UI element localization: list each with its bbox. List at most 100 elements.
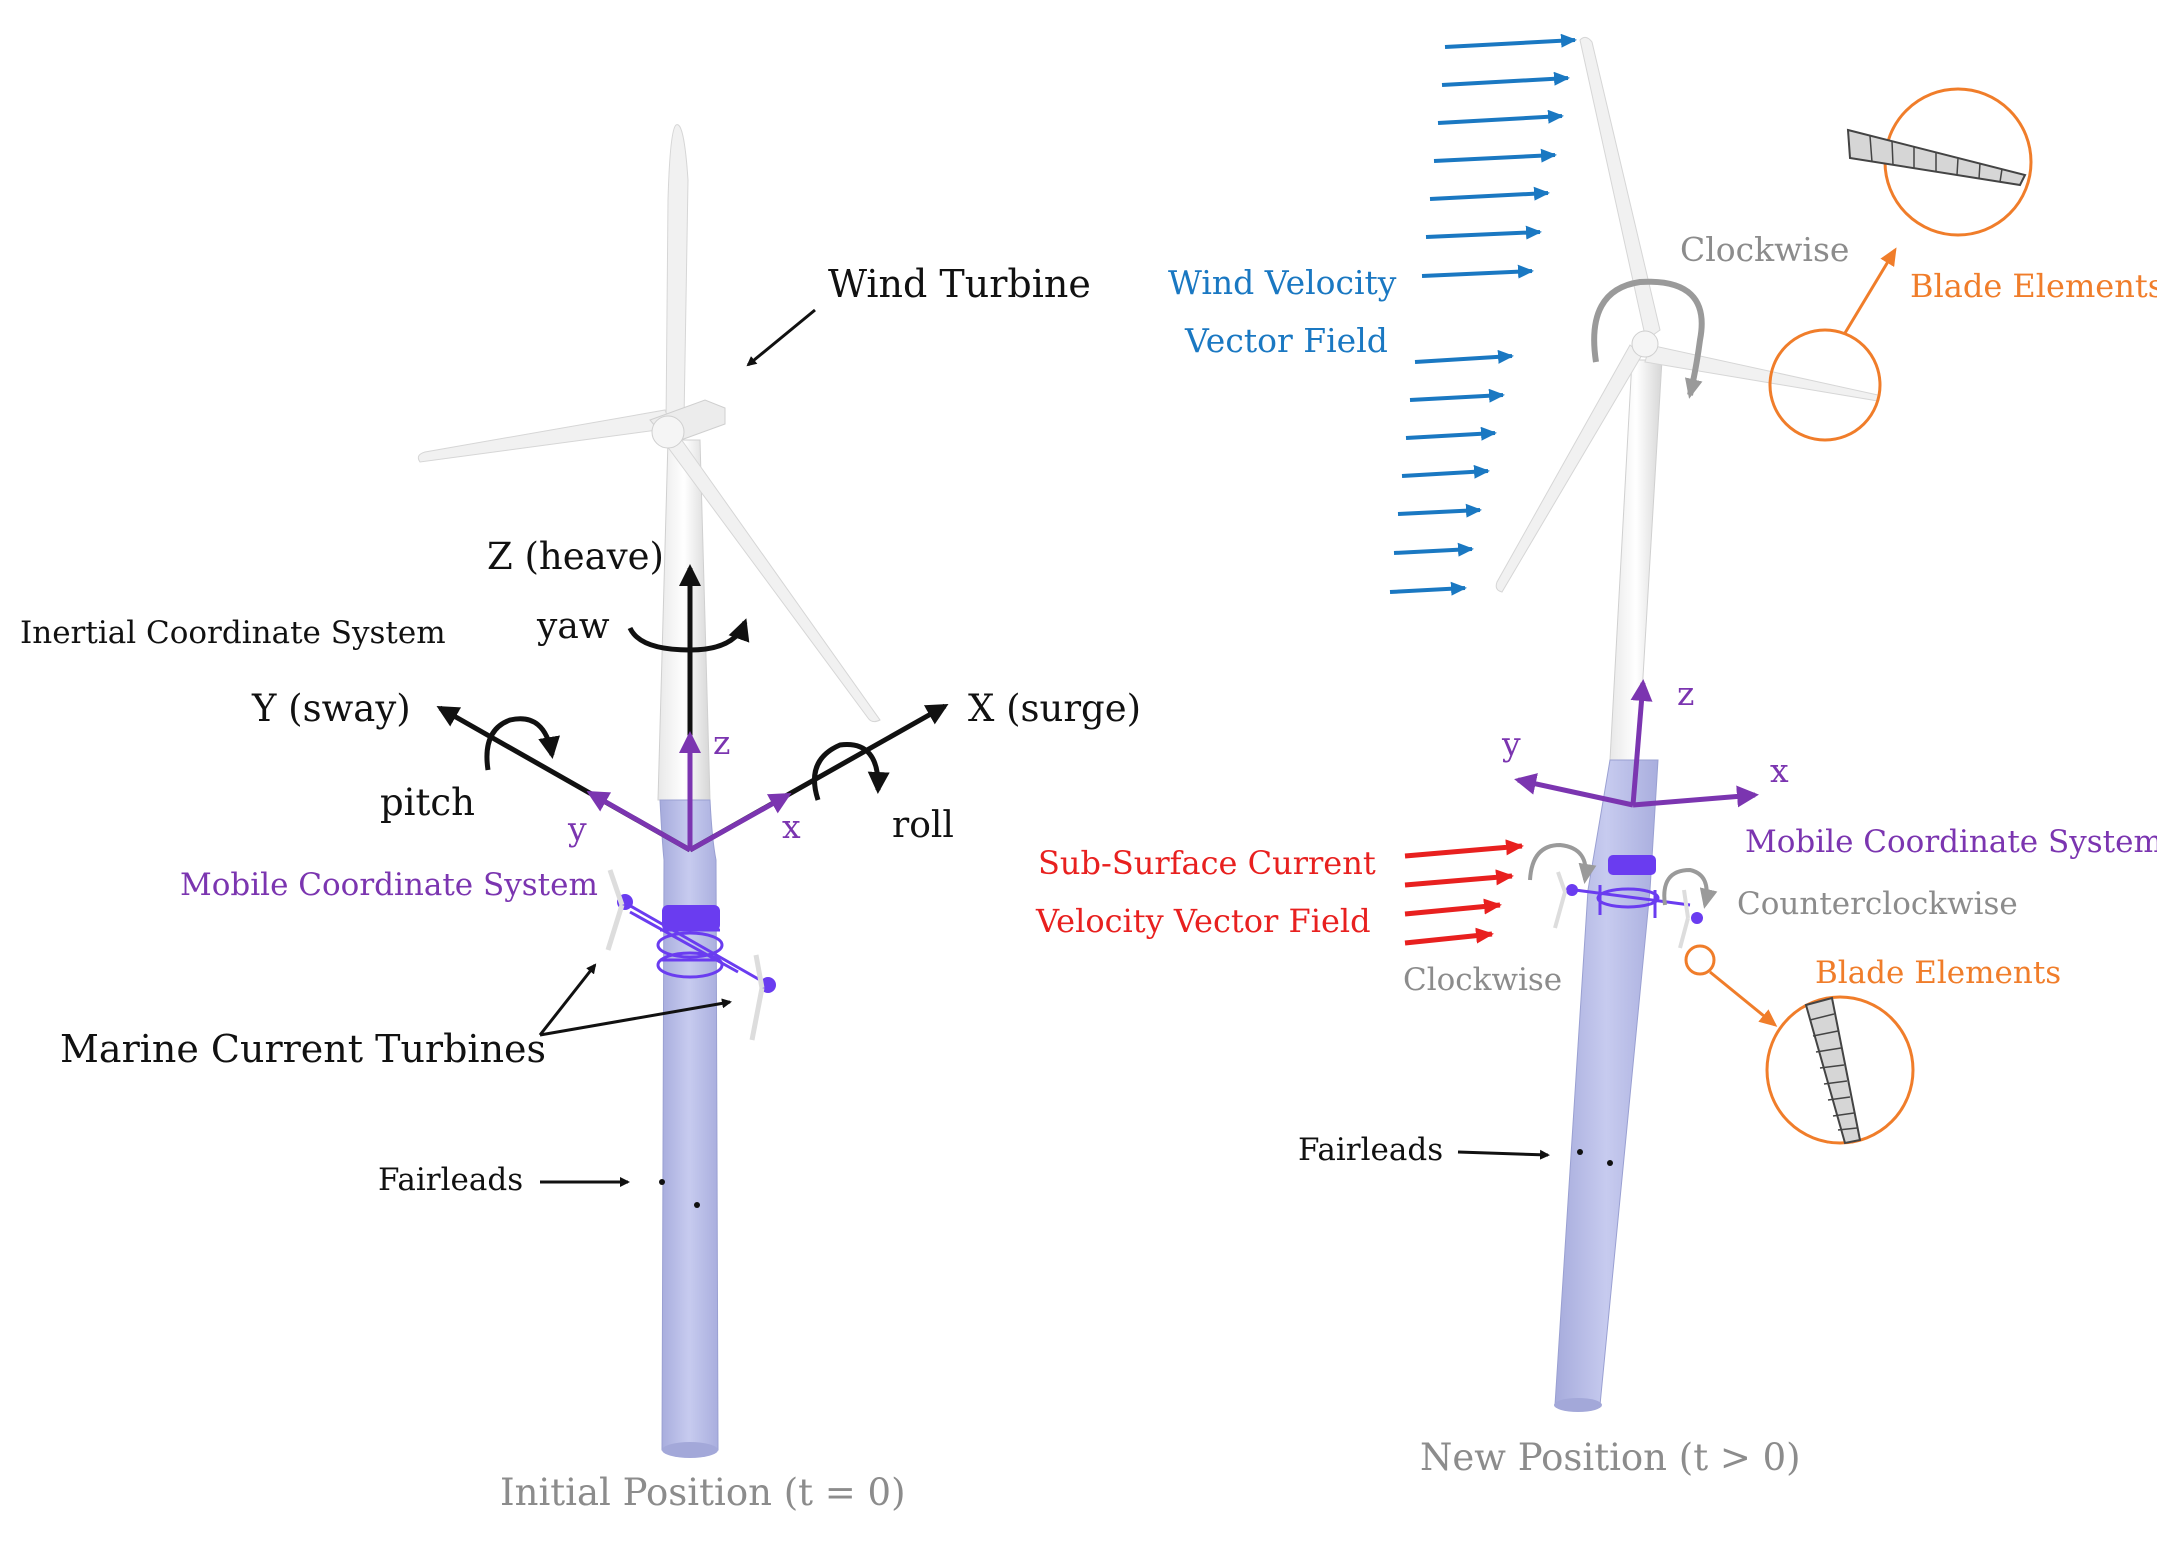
counterclockwise-label: Counterclockwise — [1737, 886, 2018, 922]
blade-element-segments-top — [1869, 135, 2003, 183]
spar-bottom — [662, 1442, 718, 1458]
marine-clockwise-arrow — [1528, 842, 1597, 884]
marine-blades-left-tilted — [1553, 871, 1567, 929]
blade-left — [417, 409, 673, 463]
hub — [651, 415, 685, 449]
x-surge-label: X (surge) — [968, 687, 1141, 730]
wind-arrow — [1425, 225, 1542, 240]
marine-clockwise-label: Clockwise — [1403, 962, 1562, 998]
marine-turbines-label: Marine Current Turbines — [60, 1027, 546, 1071]
rotation-arrows — [1528, 278, 1718, 909]
wind-arrow — [1393, 542, 1474, 557]
fairlead-dot — [659, 1179, 665, 1185]
fairlead-dot-tilted — [1577, 1149, 1583, 1155]
marine-rotor-hub-right-tilted — [1691, 912, 1703, 924]
roll-label: roll — [892, 805, 954, 846]
left-mobile-axes — [586, 731, 792, 853]
fairlead-dot — [694, 1202, 700, 1208]
callout-small-circle-bottom — [1684, 944, 1716, 976]
wind-arrow — [1421, 264, 1534, 279]
current-vector-field — [1404, 839, 1524, 946]
blade-elements-bottom-callout — [1684, 944, 1915, 1145]
fairleads-label-right: Fairleads — [1298, 1132, 1443, 1168]
blade-up — [665, 124, 689, 426]
mobile-y-label: y — [567, 809, 587, 848]
current-arrow — [1404, 898, 1502, 917]
blade-elements-top-callout — [1768, 87, 2033, 442]
turbine-ring-tilted — [1596, 887, 1660, 909]
mobile-z-axis-tilted — [1630, 679, 1653, 806]
blade-element-segments-bottom — [1809, 1013, 1858, 1131]
current-field-label-line1: Sub-Surface Current — [1038, 844, 1376, 882]
pitch-rotation-arrow — [484, 716, 560, 771]
current-arrow — [1404, 927, 1494, 946]
turbine-ring-upper — [656, 931, 724, 959]
rotor-collar — [662, 905, 720, 931]
hub-tilted — [1631, 330, 1659, 358]
yaw-label: yaw — [536, 606, 610, 647]
mobile-y-label-right: y — [1501, 724, 1521, 763]
callout-small-circle-top — [1768, 328, 1882, 442]
rotor-clockwise-label: Clockwise — [1680, 230, 1849, 269]
new-position-caption: New Position (t > 0) — [1420, 1436, 1801, 1479]
wind-arrow — [1414, 349, 1514, 364]
wind-turbine-leader — [746, 308, 816, 367]
marine-rotor-hub-left-tilted — [1566, 884, 1578, 896]
marine-counterclockwise-arrow — [1662, 867, 1718, 909]
spar-bottom-tilted — [1554, 1398, 1602, 1412]
marine-blades-right — [749, 954, 765, 1041]
mobile-system-label-left: Mobile Coordinate System — [180, 867, 598, 903]
marine-turbine-leader-1 — [538, 963, 597, 1036]
blade-right — [663, 431, 881, 723]
y-sway-label: Y (sway) — [251, 687, 411, 730]
mobile-x-label: x — [782, 807, 801, 846]
fairlead-dot-tilted — [1607, 1160, 1613, 1166]
blade-left-tilted — [1495, 344, 1643, 593]
blade-right-tilted — [1644, 344, 1879, 401]
mobile-y-axis — [586, 790, 692, 853]
blade-up-tilted — [1579, 36, 1661, 341]
wind-arrow — [1437, 109, 1564, 125]
wind-arrow — [1444, 33, 1577, 49]
roll-rotation-arrow — [812, 742, 890, 801]
right-mobile-axes — [1514, 679, 1759, 808]
fairleads-leader-right — [1457, 1149, 1550, 1160]
yaw-rotation-arrow — [627, 618, 750, 653]
initial-position-caption: Initial Position (t = 0) — [500, 1471, 906, 1514]
turbine-ring-lower — [656, 951, 724, 979]
mobile-z-label-right: z — [1677, 674, 1694, 713]
current-field-label-line2: Velocity Vector Field — [1035, 902, 1371, 940]
right-turbine-illustration — [1495, 36, 1879, 1412]
z-heave-label: Z (heave) — [487, 535, 664, 578]
blade-elements-label-top: Blade Elements — [1910, 267, 2157, 305]
marine-blades-right-tilted — [1678, 889, 1690, 949]
mobile-x-axis-tilted — [1632, 785, 1759, 808]
inertial-system-label: Inertial Coordinate System — [20, 615, 446, 651]
wind-arrow — [1429, 186, 1550, 201]
wind-field-label-line2: Vector Field — [1184, 321, 1388, 360]
turbine-frame — [619, 898, 761, 982]
mobile-z-label: z — [713, 723, 730, 762]
wind-arrow — [1405, 426, 1497, 441]
wind-arrow — [1441, 71, 1570, 87]
current-arrow — [1404, 869, 1514, 888]
callout-leader-top — [1843, 247, 1897, 334]
spar-buoy — [659, 799, 719, 1457]
left-leader-arrows — [538, 308, 816, 1187]
rotor-clockwise-arrow — [1591, 278, 1705, 399]
wind-vector-field — [1389, 33, 1577, 596]
mobile-x-label-right: x — [1770, 751, 1789, 790]
wind-turbine-label: Wind Turbine — [828, 262, 1091, 306]
wind-arrow — [1409, 388, 1505, 403]
fairleads-label-left: Fairleads — [378, 1162, 523, 1198]
marine-blades-left — [605, 869, 625, 951]
left-turbine-illustration — [417, 124, 881, 1458]
pitch-label: pitch — [380, 781, 475, 824]
tower-tilted — [1609, 359, 1663, 761]
wind-arrow — [1389, 581, 1467, 596]
rotor-collar-tilted — [1608, 855, 1656, 875]
wind-field-label-line1: Wind Velocity — [1168, 263, 1397, 302]
mobile-x-axis — [688, 792, 792, 853]
